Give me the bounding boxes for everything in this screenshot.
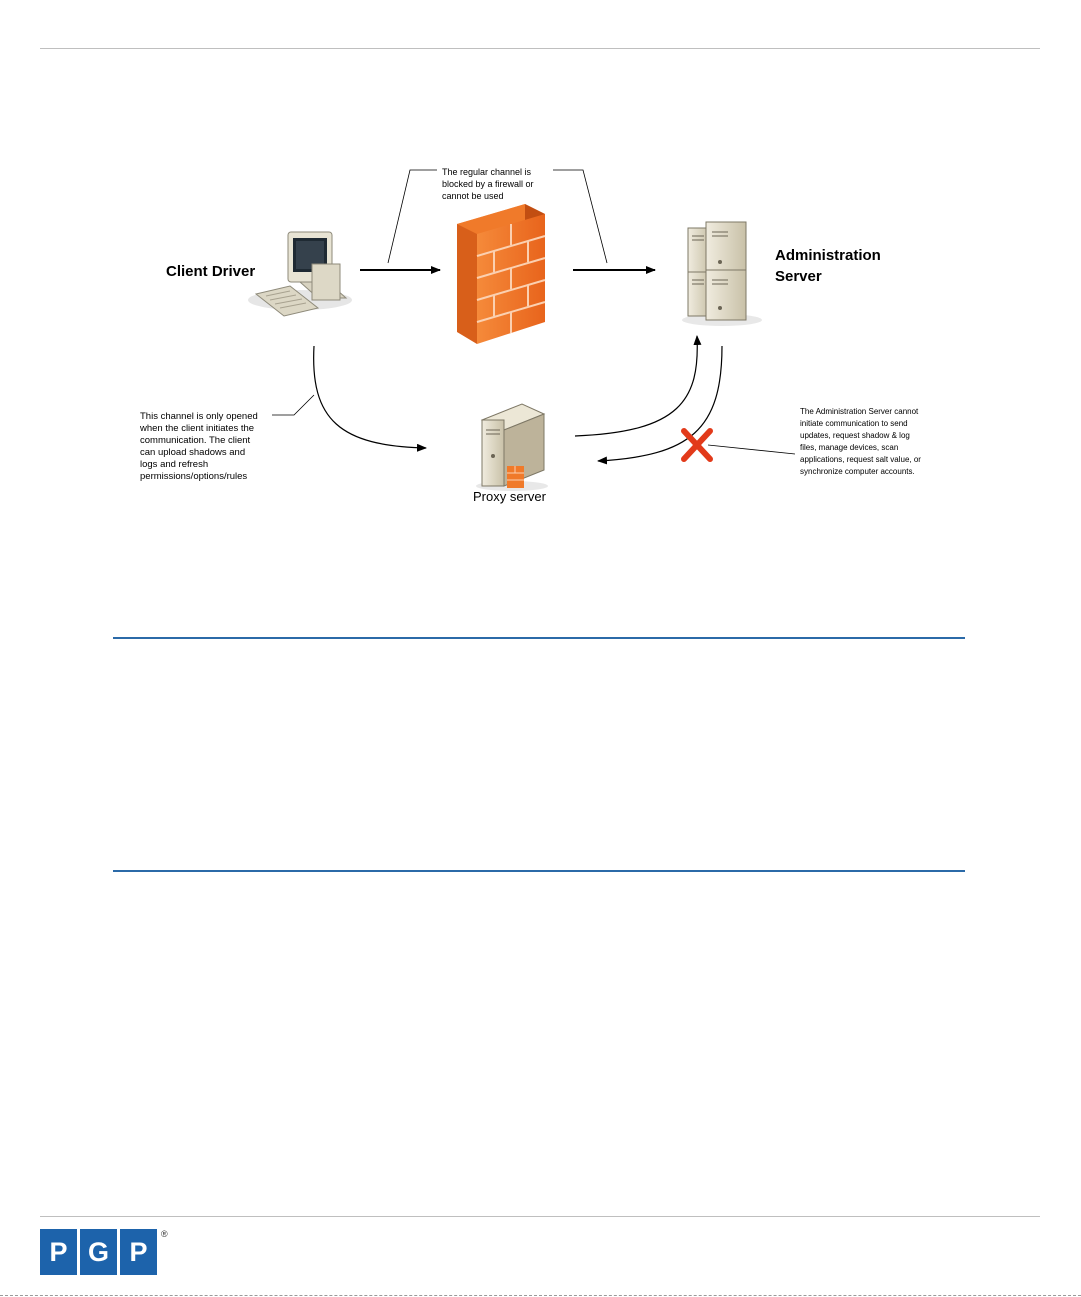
section-rule-1	[113, 637, 965, 639]
admin-blocked-leader	[707, 444, 796, 455]
client-to-proxy-arrow	[313, 345, 427, 452]
firewall-icon	[457, 204, 546, 344]
client-computer-icon	[248, 231, 352, 317]
page-edge	[0, 1295, 1081, 1296]
admin-server-icon	[682, 221, 762, 326]
admin-server-label-1: Administration	[775, 247, 881, 264]
admin-server-label-2: Server	[775, 268, 822, 285]
logo-letter-g: G	[80, 1229, 117, 1275]
proxy-to-admin-arrow	[574, 335, 702, 437]
section-rule-2	[113, 870, 965, 872]
client-driver-label: Client Driver	[166, 263, 255, 280]
proxy-diagram: Client Driver	[139, 167, 923, 504]
logo-letter-p2: P	[120, 1229, 157, 1275]
client-channel-callout: This channel is only opened when the cli…	[139, 411, 260, 482]
footer-rule	[40, 1216, 1040, 1217]
registered-mark: ®	[161, 1229, 168, 1239]
proxy-server-icon	[476, 403, 548, 491]
blocked-x-icon	[681, 428, 713, 462]
pgp-logo: P G P	[40, 1229, 157, 1275]
regular-channel-leader	[387, 169, 437, 264]
admin-blocked-callout: The Administration Server cannot initiat…	[800, 407, 923, 476]
regular-channel-leader-right	[553, 169, 608, 264]
logo-letter-p1: P	[40, 1229, 77, 1275]
regular-channel-callout: The regular channel is blocked by a fire…	[442, 167, 536, 201]
client-channel-leader	[272, 394, 315, 416]
admin-to-proxy-blocked-arrow	[597, 345, 723, 465]
proxy-server-label: Proxy server	[473, 489, 547, 504]
header-rule	[40, 48, 1040, 49]
